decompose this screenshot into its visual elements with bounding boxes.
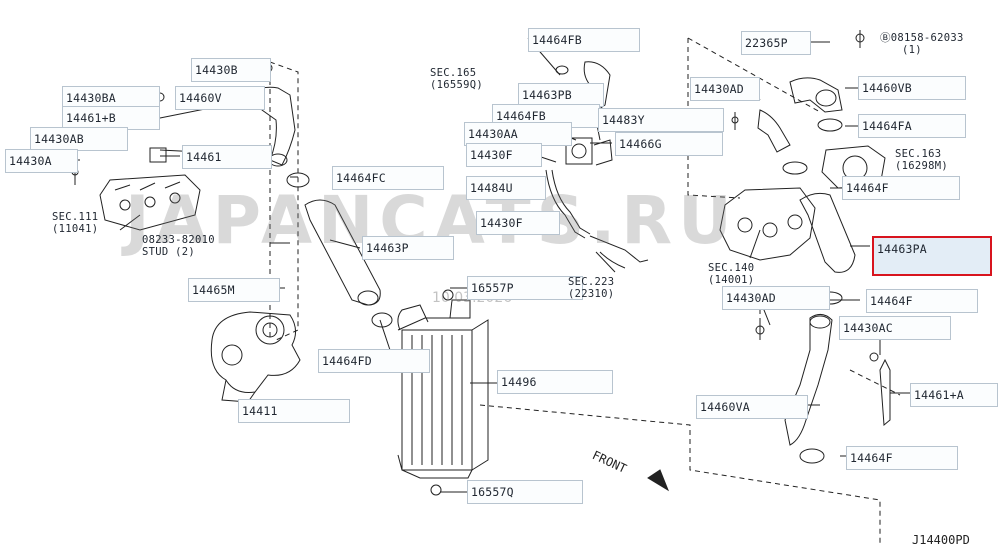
part-label[interactable]: 14483Y bbox=[598, 108, 724, 132]
part-label[interactable]: 14430AB bbox=[30, 127, 128, 151]
note-sec140: SEC.140 (14001) bbox=[708, 262, 754, 286]
part-label[interactable]: 14464F bbox=[846, 446, 958, 470]
note-sec163: SEC.163 (16298M) bbox=[895, 148, 948, 172]
part-label[interactable]: 14430A bbox=[5, 149, 78, 173]
diagram-code: J14400PD bbox=[912, 533, 970, 547]
part-label[interactable]: 14430B bbox=[191, 58, 271, 82]
note-sec165: SEC.165 (16559Q) bbox=[430, 67, 483, 91]
part-label[interactable]: 16557P bbox=[467, 276, 583, 300]
part-label[interactable]: 14463PB bbox=[518, 83, 604, 107]
part-label[interactable]: 14430F bbox=[466, 143, 542, 167]
part-label[interactable]: 14430F bbox=[476, 211, 560, 235]
note-bolt: Ⓑ08158-62033 (1) bbox=[880, 32, 964, 56]
part-label[interactable]: 14430AA bbox=[464, 122, 572, 146]
part-label[interactable]: 14465M bbox=[188, 278, 280, 302]
part-label[interactable]: 14461+A bbox=[910, 383, 998, 407]
part-label[interactable]: 14411 bbox=[238, 399, 350, 423]
part-label[interactable]: 14464FB bbox=[528, 28, 640, 52]
part-label[interactable]: 14464FC bbox=[332, 166, 444, 190]
part-label[interactable]: 14496 bbox=[497, 370, 613, 394]
part-label[interactable]: 14466G bbox=[615, 132, 723, 156]
note-line: (22310) bbox=[568, 288, 615, 300]
note-stud: 08233-82010 STUD (2) bbox=[142, 234, 215, 258]
part-label[interactable]: 14464FA bbox=[858, 114, 966, 138]
part-label[interactable]: 14484U bbox=[466, 176, 546, 200]
part-label[interactable]: 14430AD bbox=[690, 77, 760, 101]
note-line: 08233-82010 bbox=[142, 234, 215, 246]
part-label[interactable]: 14460VB bbox=[858, 76, 966, 100]
part-label[interactable]: 14461 bbox=[182, 145, 272, 169]
part-label[interactable]: 14463P bbox=[362, 236, 454, 260]
note-line: (16559Q) bbox=[430, 79, 483, 91]
part-label[interactable]: 14430AC bbox=[839, 316, 951, 340]
part-label[interactable]: 14430AD bbox=[722, 286, 830, 310]
note-line: SEC.223 bbox=[568, 276, 615, 288]
part-label[interactable]: 14460V bbox=[175, 86, 265, 110]
note-line: (16298M) bbox=[895, 160, 948, 172]
note-line: (1) bbox=[902, 44, 922, 56]
part-label[interactable]: 16557Q bbox=[467, 480, 583, 504]
note-line: Ⓑ08158-62033 bbox=[880, 32, 964, 44]
part-label[interactable]: 14464F bbox=[842, 176, 960, 200]
note-line: STUD (2) bbox=[142, 246, 195, 258]
selected-part-label[interactable]: 14463PA bbox=[872, 236, 992, 276]
part-label[interactable]: 14464FD bbox=[318, 349, 430, 373]
note-line: SEC.165 bbox=[430, 67, 477, 79]
part-label[interactable]: 22365P bbox=[741, 31, 811, 55]
part-label[interactable]: 14460VA bbox=[696, 395, 808, 419]
note-line: (14001) bbox=[708, 274, 755, 286]
note-sec223: SEC.223 (22310) bbox=[568, 276, 614, 300]
note-line: SEC.163 bbox=[895, 148, 942, 160]
note-line: SEC.140 bbox=[708, 262, 755, 274]
note-sec111: SEC.111 (11041) bbox=[52, 211, 98, 235]
part-label[interactable]: 14461+B bbox=[62, 106, 160, 130]
note-line: (11041) bbox=[52, 223, 99, 235]
part-label[interactable]: 14464F bbox=[866, 289, 978, 313]
note-line: SEC.111 bbox=[52, 211, 99, 223]
